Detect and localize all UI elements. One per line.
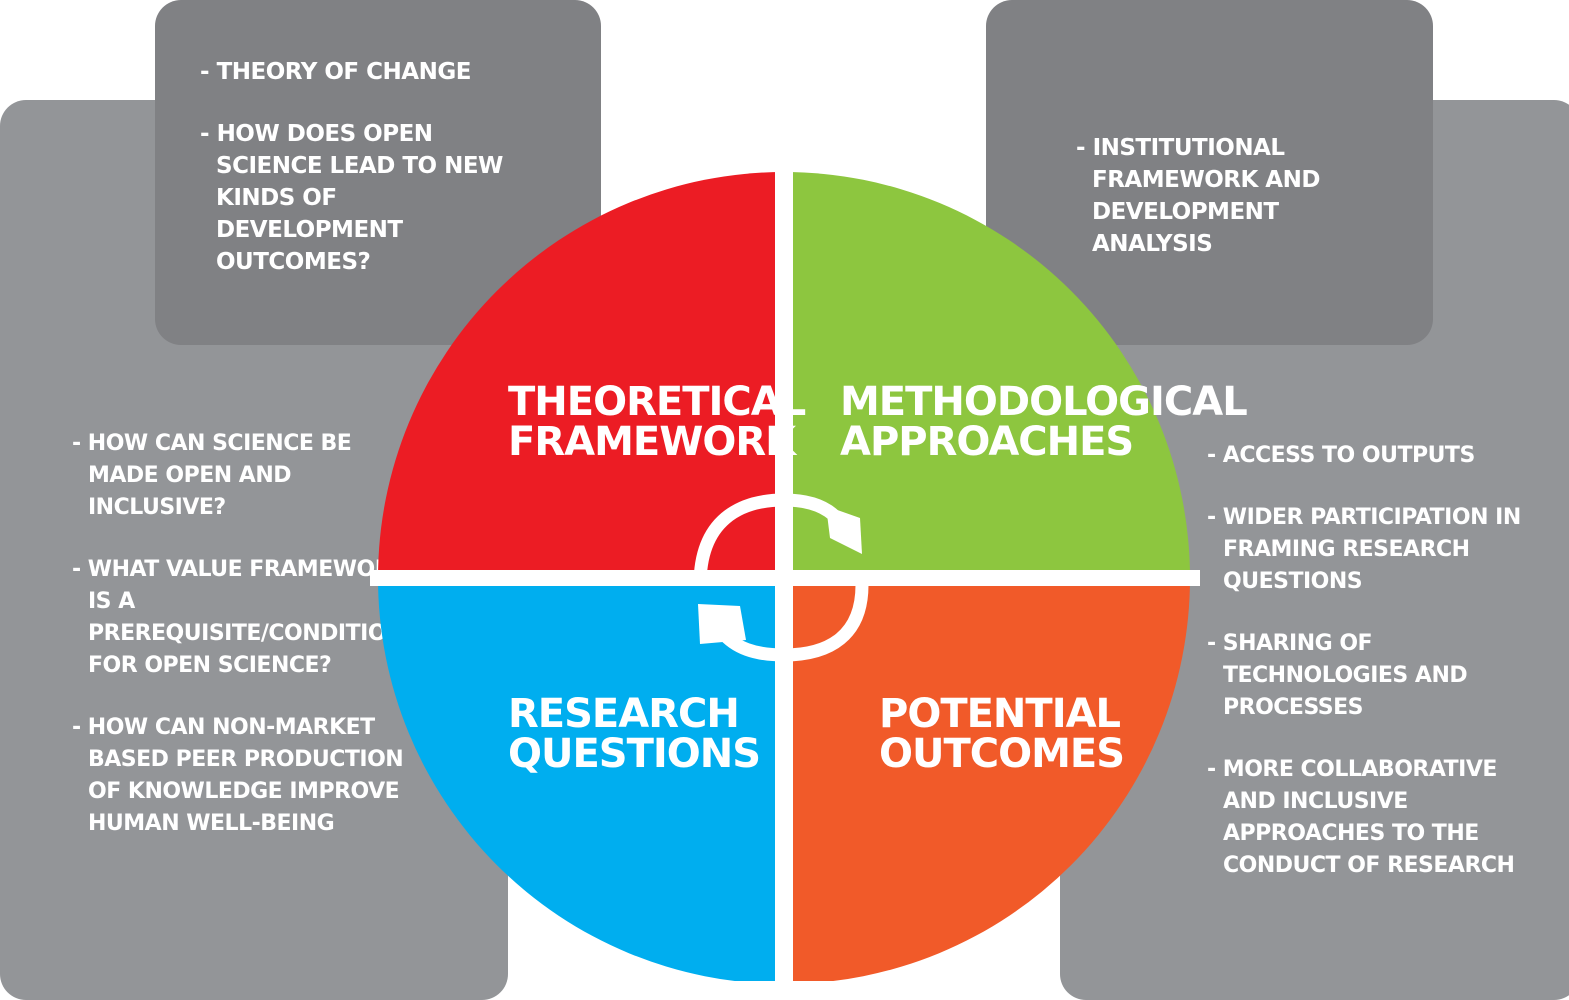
- methodological-approaches-notes: INSTITUTIONAL FRAMEWORK AND DEVELOPMENT …: [1076, 132, 1406, 290]
- note-item: THEORY OF CHANGE: [200, 56, 530, 88]
- note-item: HOW CAN SCIENCE BE MADE OPEN AND INCLUSI…: [72, 428, 412, 524]
- label-line: POTENTIAL: [879, 691, 1121, 737]
- label-line: APPROACHES: [840, 419, 1134, 465]
- theoretical-framework-label: THEORETICAL FRAMEWORK: [508, 379, 806, 465]
- horizontal-divider: [370, 570, 1200, 586]
- label-line: OUTCOMES: [879, 731, 1125, 777]
- note-item: INSTITUTIONAL FRAMEWORK AND DEVELOPMENT …: [1076, 132, 1406, 260]
- research-questions-quadrant: [378, 578, 784, 981]
- cycle-arrow-icon: [693, 493, 869, 662]
- potential-outcomes-quadrant: [784, 578, 1190, 981]
- note-item: SHARING OF TECHNOLOGIES AND PROCESSES: [1207, 628, 1547, 724]
- note-item: WIDER PARTICIPATION IN FRAMING RESEARCH …: [1207, 502, 1547, 598]
- methodological-approaches-label: METHODOLOGICAL APPROACHES: [840, 379, 1248, 465]
- research-questions-label: RESEARCH QUESTIONS: [508, 691, 761, 777]
- label-line: QUESTIONS: [508, 731, 761, 777]
- note-item: MORE COLLABORATIVE AND INCLUSIVE APPROAC…: [1207, 754, 1547, 882]
- potential-outcomes-label: POTENTIAL OUTCOMES: [879, 691, 1125, 777]
- note-item: HOW DOES OPEN SCIENCE LEAD TO NEW KINDS …: [200, 118, 530, 278]
- theoretical-framework-quadrant: [378, 172, 784, 578]
- label-line: FRAMEWORK: [508, 419, 796, 465]
- theoretical-framework-notes: THEORY OF CHANGE HOW DOES OPEN SCIENCE L…: [200, 56, 530, 308]
- label-line: THEORETICAL: [508, 379, 806, 425]
- label-line: METHODOLOGICAL: [840, 379, 1248, 425]
- note-item: WHAT VALUE FRAMEWORK IS A PREREQUISITE/C…: [72, 554, 414, 682]
- label-line: RESEARCH: [508, 691, 740, 737]
- note-item: HOW CAN NON-MARKET BASED PEER PRODUCTION…: [72, 712, 412, 840]
- research-questions-notes: HOW CAN SCIENCE BE MADE OPEN AND INCLUSI…: [72, 428, 414, 870]
- methodological-approaches-quadrant: [784, 172, 1190, 578]
- potential-outcomes-notes: ACCESS TO OUTPUTS WIDER PARTICIPATION IN…: [1207, 440, 1547, 912]
- note-item: ACCESS TO OUTPUTS: [1207, 440, 1547, 472]
